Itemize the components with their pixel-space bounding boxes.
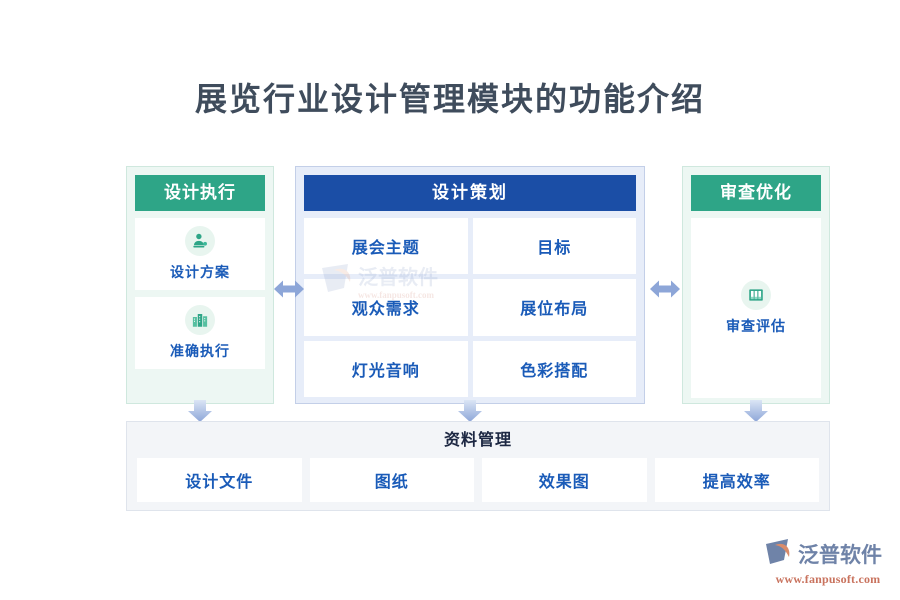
center-cell-4[interactable]: 灯光音响	[304, 340, 468, 397]
card-review-evaluation-label: 审查评估	[726, 320, 786, 335]
right-column-panel: 审查优化 审查评估	[682, 166, 830, 404]
double-arrow-horizontal-icon-left	[274, 277, 304, 301]
brand-logo-url: www.fanpusoft.com	[775, 572, 881, 586]
card-design-scheme-label: 设计方案	[170, 266, 230, 281]
bottom-bar-panel: 资料管理 设计文件 图纸 效果图 提高效率	[126, 421, 830, 511]
brand-logo-text: 泛普软件	[798, 542, 882, 567]
fanpusoft-mark-icon	[764, 536, 794, 571]
right-card-stack: 审查评估	[691, 218, 821, 398]
center-cell-5[interactable]: 色彩搭配	[472, 340, 636, 397]
center-panel: 设计策划 展会主题 目标 观众需求 展位布局 灯光音响 色彩搭配	[295, 166, 645, 404]
archive-books-icon	[741, 280, 771, 310]
center-cell-3[interactable]: 展位布局	[472, 279, 636, 336]
buildings-icon	[185, 305, 215, 335]
bottom-cell-1[interactable]: 图纸	[309, 458, 474, 502]
page-title: 展览行业设计管理模块的功能介绍	[194, 81, 705, 117]
arrow-down-icon-right	[743, 400, 769, 422]
card-design-scheme[interactable]: 设计方案	[135, 218, 265, 290]
left-column-panel: 设计执行 设计方案	[126, 166, 274, 404]
center-cell-2[interactable]: 观众需求	[304, 279, 468, 336]
card-accurate-execution-label: 准确执行	[170, 345, 230, 360]
brand-logo-row: 泛普软件	[764, 536, 892, 571]
arrow-down-icon-left	[187, 400, 213, 422]
center-cell-0[interactable]: 展会主题	[304, 218, 468, 275]
bottom-bar-cells: 设计文件 图纸 效果图 提高效率	[137, 458, 819, 502]
arrow-down-icon-center	[457, 400, 483, 422]
right-column-header: 审查优化	[691, 175, 821, 211]
left-column-header: 设计执行	[135, 175, 265, 211]
center-panel-grid: 展会主题 目标 观众需求 展位布局 灯光音响 色彩搭配	[304, 218, 636, 397]
bottom-cell-2[interactable]: 效果图	[482, 458, 647, 502]
center-panel-header: 设计策划	[304, 175, 636, 211]
bottom-cell-3[interactable]: 提高效率	[654, 458, 819, 502]
center-cell-1[interactable]: 目标	[472, 218, 636, 275]
brand-logo: 泛普软件 www.fanpusoft.com	[764, 536, 892, 590]
left-card-stack: 设计方案 准确	[135, 218, 265, 369]
user-stamp-icon	[185, 226, 215, 256]
card-accurate-execution[interactable]: 准确执行	[135, 297, 265, 369]
bottom-cell-0[interactable]: 设计文件	[137, 458, 302, 502]
double-arrow-horizontal-icon-right	[650, 277, 680, 301]
bottom-bar-title: 资料管理	[443, 432, 512, 449]
card-review-evaluation[interactable]: 审查评估	[691, 218, 821, 398]
